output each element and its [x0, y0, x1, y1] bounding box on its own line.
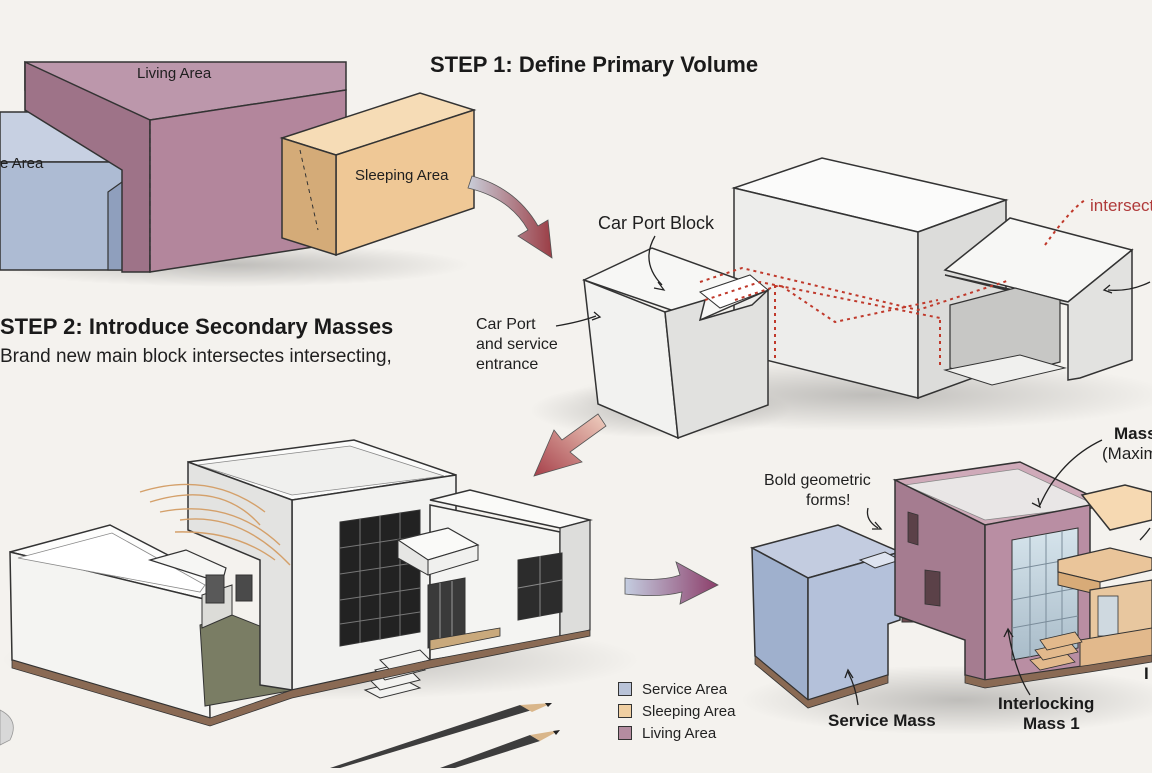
label-service-area-partial: e Area [0, 155, 44, 172]
pencil-icon [440, 730, 560, 768]
legend-item-living: Living Area [618, 722, 758, 744]
arrow-icon [533, 413, 607, 477]
leader-lines [555, 235, 1151, 706]
annotation-interlocking-line1: Interlocking [998, 694, 1095, 713]
colored-house [740, 461, 1152, 735]
annotation-interlocking-line2: Mass 1 [1023, 714, 1080, 733]
arrow-icon [467, 175, 553, 259]
legend-swatch-living [618, 726, 632, 740]
step2-title: STEP 2: Introduce Secondary Masses [0, 314, 394, 339]
eraser-edge [0, 709, 14, 746]
legend: Service Area Sleeping Area Living Area [618, 678, 758, 744]
car-port-side [664, 288, 769, 440]
sleeping-volume-left [281, 136, 337, 257]
label-sleeping-area: Sleeping Area [355, 167, 449, 184]
step1-volumes [0, 60, 477, 287]
annotation-mass-line1: Mass [1114, 424, 1152, 443]
annotation-service-mass: Service Mass [828, 711, 936, 730]
annotation-mass-line2: (Maxim [1102, 444, 1152, 463]
rendered-house [0, 439, 640, 727]
annotation-car-port-block: Car Port Block [598, 213, 715, 233]
annotation-car-port-line1: Car Port [476, 316, 536, 333]
annotation-car-port-line2: and service [476, 336, 558, 353]
annotation-bold-forms-line1: Bold geometric [764, 472, 871, 489]
legend-label-service: Service Area [642, 680, 728, 698]
legend-item-sleeping: Sleeping Area [618, 700, 758, 722]
motion-swirls [139, 483, 291, 566]
legend-swatch-service [618, 682, 632, 696]
label-living-area: Living Area [137, 65, 212, 82]
legend-swatch-sleeping [618, 704, 632, 718]
legend-label-sleeping: Sleeping Area [642, 702, 736, 720]
curtain-wall [339, 509, 421, 647]
right-wing-opening [949, 287, 1061, 381]
annotation-bold-forms-line2: forms! [806, 492, 851, 509]
right-wing-front [944, 248, 1133, 381]
step2-white-masses [530, 157, 1152, 440]
step1-title: STEP 1: Define Primary Volume [430, 52, 759, 77]
arrow-icon [624, 561, 719, 605]
annotation-intersect: intersect [1090, 196, 1152, 215]
pencil-icon [330, 703, 552, 768]
annotation-right-edge: I [1144, 664, 1149, 683]
step2-subtitle: Brand new main block intersectes interse… [0, 346, 392, 367]
legend-item-service: Service Area [618, 678, 758, 700]
legend-label-living: Living Area [642, 724, 717, 742]
annotation-car-port-line3: entrance [476, 356, 539, 373]
